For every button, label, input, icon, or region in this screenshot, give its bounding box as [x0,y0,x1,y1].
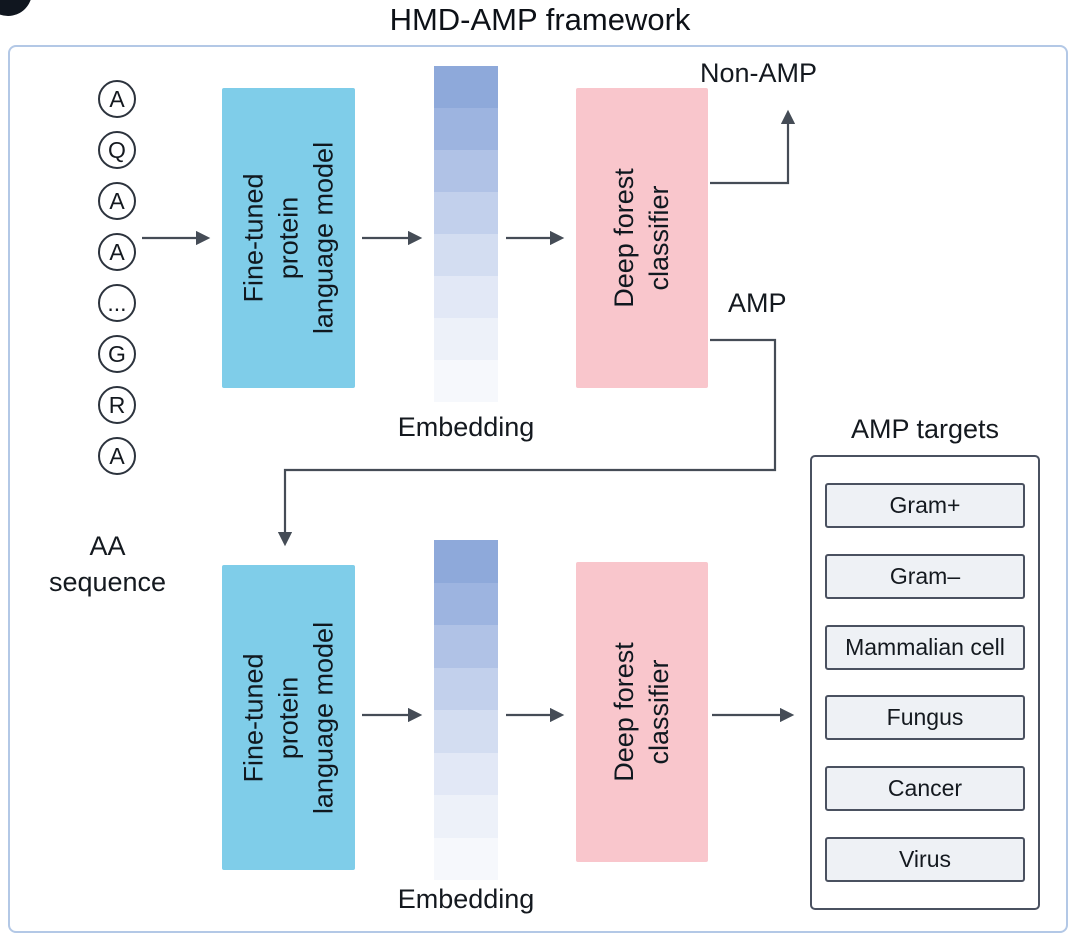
embedding-segment [434,108,498,150]
embedding-segment [434,625,498,668]
aa-residue-ellipsis-circle: ... [98,284,136,322]
embedding-segment [434,234,498,276]
amp-target-item: Virus [825,837,1025,883]
plm-box-bottom-label: Fine-tuned protein language model [237,621,339,814]
amp-target-item: Fungus [825,695,1025,741]
embedding-segment [434,540,498,583]
plm-box-bottom: Fine-tuned protein language model [222,565,355,870]
amp-target-item: Gram– [825,553,1025,599]
non-amp-label: Non-AMP [700,58,818,88]
embedding-segment [434,795,498,838]
amp-target-item: Cancer [825,766,1025,812]
diagram-title: HMD-AMP framework [389,2,691,37]
aa-residue-circle: G [98,335,136,373]
plm-box-top-label: Fine-tuned protein language model [237,141,339,335]
amp-target-item: Mammalian cell [825,624,1025,670]
embedding-segment [434,66,498,108]
embedding-bar-top [434,66,498,402]
aa-residue-circle: A [98,437,136,475]
embedding-label-top: Embedding [397,412,535,442]
amp-label: AMP [728,288,787,318]
embedding-label-bottom: Embedding [397,884,535,914]
aa-residue-circle: A [98,182,136,220]
embedding-segment [434,276,498,318]
embedding-segment [434,752,498,795]
aa-residue-circle: A [98,80,136,118]
amp-targets-title: AMP targets [850,414,1000,444]
embedding-segment [434,667,498,710]
aa-residue-circle: R [98,386,136,424]
embedding-segment [434,318,498,360]
amp-target-item: Gram+ [825,482,1025,528]
aa-residue-circle: Q [98,131,136,169]
classifier-box-bottom: Deep forest classifier [576,562,708,862]
aa-residue-circle: A [98,233,136,271]
classifier-box-bottom-label: Deep forest classifier [608,642,674,782]
embedding-segment [434,582,498,625]
amp-targets-box: Gram+ Gram– Mammalian cell Fungus Cancer… [810,455,1040,910]
embedding-segment [434,710,498,753]
embedding-segment [434,837,498,880]
embedding-segment [434,150,498,192]
plm-box-top: Fine-tuned protein language model [222,88,355,388]
embedding-bar-bottom [434,540,498,880]
aa-sequence-label: AA sequence [48,531,167,598]
classifier-box-top: Deep forest classifier [576,88,708,388]
classifier-box-top-label: Deep forest classifier [608,168,674,308]
aa-sequence-column: A Q A A ... G R A [98,80,136,475]
embedding-segment [434,360,498,402]
embedding-segment [434,192,498,234]
